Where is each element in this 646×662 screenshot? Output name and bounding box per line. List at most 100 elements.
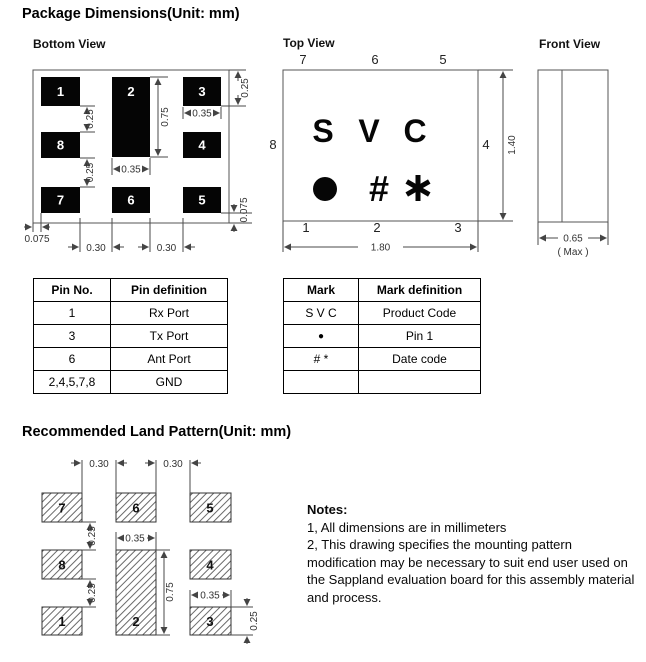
land-pad-3 (189, 606, 232, 636)
pin-no-cell: 3 (33, 324, 111, 348)
pad-8-number: 8 (57, 138, 64, 153)
table-row: 2,4,5,7,8 GND (33, 370, 228, 394)
mark-def-cell: Date code (358, 347, 481, 371)
pin-def-cell: GND (110, 370, 228, 394)
pin-definition-table: Pin No. Pin definition 1 Rx Port 3 Tx Po… (33, 278, 228, 394)
pad-1 (41, 77, 80, 106)
bottom-view-dimension-labels: 0.25 0.35 0.25 0.25 0.75 0.35 0.075 0.07… (24, 78, 251, 254)
top-view-marking: S V C # (312, 113, 431, 209)
table-row: 3 Tx Port (33, 324, 228, 348)
top-view-label: Top View (283, 36, 335, 50)
table-header-row: Mark Mark definition (283, 278, 481, 302)
pad-2-number: 2 (127, 84, 134, 99)
pin-def-cell: Tx Port (110, 324, 228, 348)
top-view-pin-labels: 7 6 5 8 4 1 2 3 (269, 52, 489, 235)
dim-label: 0.75 (165, 582, 176, 602)
top-view-dimension-labels: 1.40 1.80 (371, 135, 518, 254)
dim-label: 0.075 (239, 197, 250, 222)
land-pad-3-number: 3 (206, 614, 213, 629)
table-row: S V C Product Code (283, 301, 481, 325)
pad-3 (183, 77, 221, 106)
pin-label-4: 4 (482, 137, 489, 152)
column-header: Mark definition (358, 278, 481, 302)
pin-no-cell: 2,4,5,7,8 (33, 370, 111, 394)
front-view-dimension-lines (537, 222, 609, 245)
land-pad-4 (189, 549, 232, 580)
table-row: 1 Rx Port (33, 301, 228, 325)
dim-label: 0.30 (86, 243, 106, 254)
pin-label-8: 8 (269, 137, 276, 152)
land-pad-2 (115, 549, 157, 636)
mark-def-cell (358, 370, 481, 394)
bottom-view-pads: 1 2 3 8 4 7 6 5 (41, 77, 221, 213)
dim-label: 0.35 (125, 534, 145, 545)
note-item: 1, All dimensions are in millimeters (307, 519, 507, 535)
pad-5 (183, 187, 221, 213)
pad-3-number: 3 (198, 84, 205, 99)
pad-6 (112, 187, 150, 213)
mark-cell (283, 370, 359, 394)
land-pad-1 (41, 606, 83, 636)
dim-label: 0.75 (160, 107, 171, 127)
bottom-view-dimension-lines (24, 69, 252, 252)
package-outline-bottom-view (32, 69, 230, 224)
top-view-drawing: 7 6 5 8 4 1 2 3 S V C # 1.40 1.80 (269, 52, 518, 254)
pad-2 (112, 77, 150, 157)
column-header: Pin No. (33, 278, 111, 302)
pin-label-1: 1 (302, 220, 309, 235)
table-row: # * Date code (283, 347, 481, 371)
dim-label: ( Max ) (557, 247, 588, 258)
land-pattern-dimension-lines (71, 459, 253, 644)
notes-heading: Notes: (307, 502, 348, 517)
pin-label-6: 6 (371, 52, 378, 67)
dim-label: 0.30 (89, 459, 109, 470)
land-pattern-dimension-labels: 0.30 0.30 0.25 0.25 0.35 0.75 0.35 0.25 (87, 459, 260, 631)
land-pattern-title: Recommended Land Pattern(Unit: mm) (22, 424, 292, 440)
pad-4-number: 4 (198, 138, 206, 153)
pad-8 (41, 132, 80, 158)
dim-label: 0.075 (24, 234, 49, 245)
table-row: ● Pin 1 (283, 324, 481, 348)
pin1-dot-mark (313, 177, 337, 201)
dim-label: 0.35 (192, 109, 212, 120)
land-pad-5 (189, 492, 232, 523)
table-row (283, 370, 481, 394)
pin-no-cell: 6 (33, 347, 111, 371)
pin-def-cell: Ant Port (110, 347, 228, 371)
land-pattern-drawing: 7 6 5 8 4 2 1 3 (41, 459, 260, 644)
land-pad-7-number: 7 (58, 501, 65, 516)
front-view-label: Front View (539, 37, 601, 51)
mark-cell: S V C (283, 301, 359, 325)
pin-label-5: 5 (439, 52, 446, 67)
pin-no-cell: 1 (33, 301, 111, 325)
pin-def-cell: Rx Port (110, 301, 228, 325)
product-code-letter: C (403, 113, 426, 149)
pad-4 (183, 132, 221, 158)
product-code-letter: V (358, 113, 380, 149)
land-pattern-pads (41, 492, 232, 636)
package-outline-front-view (537, 69, 609, 223)
dim-label: 0.25 (85, 162, 96, 182)
dim-label: 0.25 (249, 611, 260, 631)
land-pad-6 (115, 492, 157, 523)
land-pad-2-number: 2 (132, 614, 139, 629)
pin-label-2: 2 (373, 220, 380, 235)
note-item: 2, This drawing specifies the mounting p… (307, 537, 635, 605)
dim-label: 1.40 (507, 135, 518, 155)
pad-6-number: 6 (127, 193, 134, 208)
pad-7 (41, 187, 80, 213)
mark-cell: ● (283, 324, 359, 348)
package-outline-top-view (282, 69, 479, 222)
land-pad-5-number: 5 (206, 501, 213, 516)
dim-label: 0.25 (87, 526, 98, 546)
table-row: 6 Ant Port (33, 347, 228, 371)
dim-label: 0.30 (163, 459, 183, 470)
mark-def-cell: Pin 1 (358, 324, 481, 348)
pin-label-7: 7 (299, 52, 306, 67)
pad-7-number: 7 (57, 193, 64, 208)
product-code-letter: S (312, 113, 333, 149)
pin-label-3: 3 (454, 220, 461, 235)
column-header: Mark (283, 278, 359, 302)
dim-label: 0.35 (121, 165, 141, 176)
land-pattern-pad-numbers: 7 6 5 8 4 2 1 3 (58, 501, 214, 630)
